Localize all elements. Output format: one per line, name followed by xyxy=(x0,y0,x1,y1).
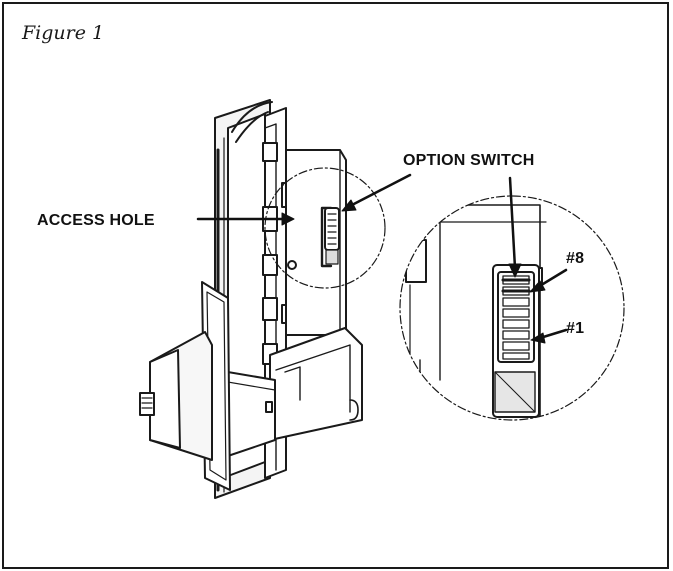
switch-1-label: #1 xyxy=(566,320,585,337)
option-switch-label: OPTION SWITCH xyxy=(403,152,535,169)
detail-view-circle xyxy=(399,195,625,421)
bill-entry-nose xyxy=(139,331,213,461)
option-switch-highlight-circle xyxy=(264,167,386,289)
chassis-panel xyxy=(285,149,347,336)
option-switch-small xyxy=(320,206,340,268)
access-hole-label: ACCESS HOLE xyxy=(37,212,155,229)
base-tray xyxy=(215,327,363,461)
switch-8-label: #8 xyxy=(566,250,585,267)
option-switch-large xyxy=(492,264,540,418)
leader-lines xyxy=(196,173,568,344)
figure-caption: Figure 1 xyxy=(22,22,105,44)
magnified-detail-view xyxy=(405,204,547,420)
